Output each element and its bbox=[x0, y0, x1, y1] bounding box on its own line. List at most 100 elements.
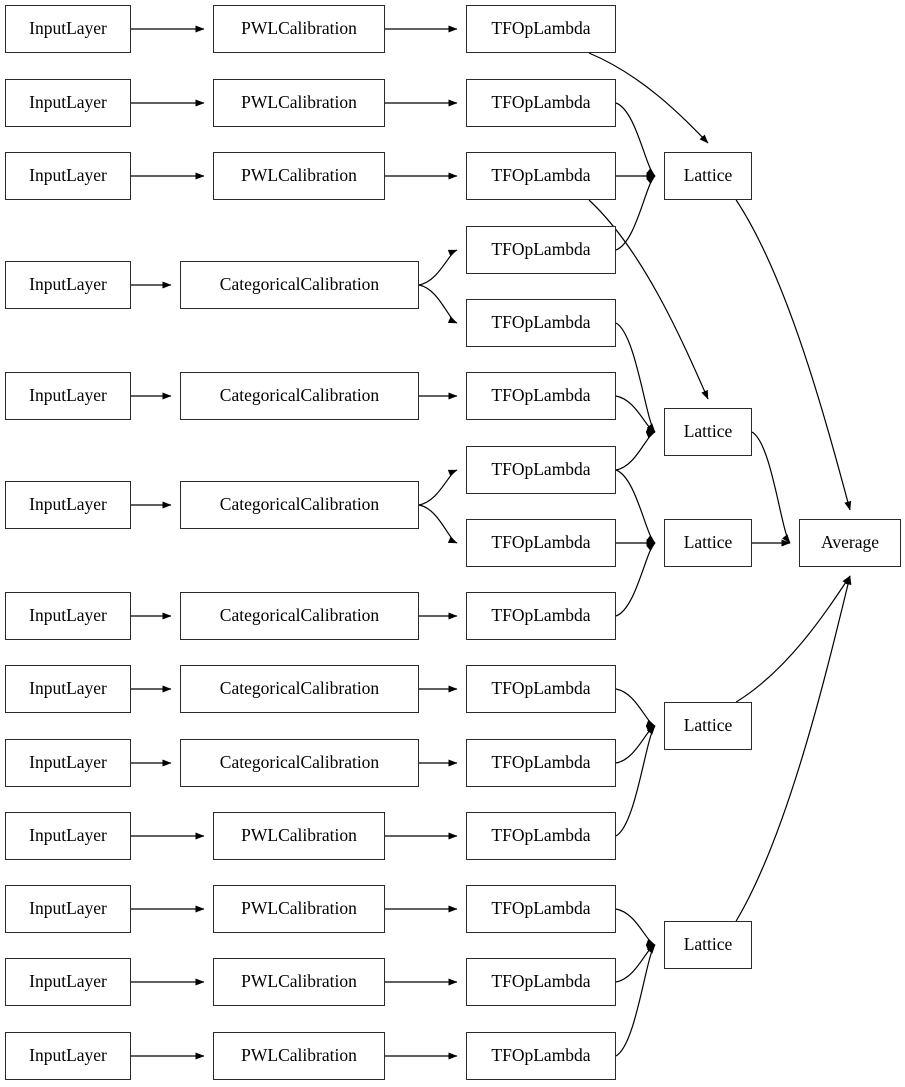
edge-lat5-to-avg bbox=[735, 575, 852, 922]
edge-lat4-to-avg bbox=[735, 575, 851, 703]
node-cal5[interactable]: CategoricalCalibration bbox=[180, 372, 419, 420]
node-label: TFOpLambda bbox=[491, 752, 591, 773]
node-in6[interactable]: InputLayer bbox=[5, 481, 131, 529]
node-lat5[interactable]: Lattice bbox=[664, 921, 752, 969]
node-op9[interactable]: TFOpLambda bbox=[466, 592, 616, 640]
node-op5[interactable]: TFOpLambda bbox=[466, 299, 616, 347]
node-op14[interactable]: TFOpLambda bbox=[466, 958, 616, 1006]
node-label: InputLayer bbox=[29, 898, 107, 919]
node-label: PWLCalibration bbox=[241, 898, 357, 919]
node-label: TFOpLambda bbox=[491, 898, 591, 919]
node-label: PWLCalibration bbox=[241, 18, 357, 39]
node-op8[interactable]: TFOpLambda bbox=[466, 519, 616, 567]
node-op2[interactable]: TFOpLambda bbox=[466, 79, 616, 127]
node-label: CategoricalCalibration bbox=[219, 678, 380, 699]
node-label: PWLCalibration bbox=[241, 92, 357, 113]
edge-cal4-to-op4 bbox=[418, 249, 458, 286]
node-in12[interactable]: InputLayer bbox=[5, 958, 131, 1006]
node-in2[interactable]: InputLayer bbox=[5, 79, 131, 127]
node-in8[interactable]: InputLayer bbox=[5, 665, 131, 713]
node-cal4[interactable]: CategoricalCalibration bbox=[180, 261, 419, 309]
edge-cal4-to-op5 bbox=[418, 284, 458, 324]
node-label: InputLayer bbox=[29, 971, 107, 992]
node-op10[interactable]: TFOpLambda bbox=[466, 665, 616, 713]
node-in3[interactable]: InputLayer bbox=[5, 152, 131, 200]
node-label: CategoricalCalibration bbox=[219, 274, 380, 295]
edge-cal6-to-op8 bbox=[418, 504, 458, 544]
node-label: InputLayer bbox=[29, 274, 107, 295]
node-label: InputLayer bbox=[29, 1045, 107, 1066]
node-cal13[interactable]: PWLCalibration bbox=[213, 1032, 385, 1080]
node-in4[interactable]: InputLayer bbox=[5, 261, 131, 309]
node-lat2[interactable]: Lattice bbox=[664, 408, 752, 456]
edge-op9-to-lat3 bbox=[615, 542, 656, 617]
node-label: TFOpLambda bbox=[491, 92, 591, 113]
node-lat4[interactable]: Lattice bbox=[664, 702, 752, 750]
node-in7[interactable]: InputLayer bbox=[5, 592, 131, 640]
node-in10[interactable]: InputLayer bbox=[5, 812, 131, 860]
edge-op4-to-lat1 bbox=[615, 175, 656, 251]
node-label: Lattice bbox=[683, 934, 733, 955]
node-label: InputLayer bbox=[29, 92, 107, 113]
node-cal6[interactable]: CategoricalCalibration bbox=[180, 481, 419, 529]
node-label: Lattice bbox=[683, 532, 733, 553]
node-cal12[interactable]: PWLCalibration bbox=[213, 958, 385, 1006]
node-label: TFOpLambda bbox=[491, 971, 591, 992]
edge-op13-to-lat5 bbox=[615, 908, 656, 946]
node-label: CategoricalCalibration bbox=[219, 385, 380, 406]
node-label: Lattice bbox=[683, 715, 733, 736]
node-in1[interactable]: InputLayer bbox=[5, 5, 131, 53]
node-label: CategoricalCalibration bbox=[219, 752, 380, 773]
node-label: InputLayer bbox=[29, 752, 107, 773]
node-in11[interactable]: InputLayer bbox=[5, 885, 131, 933]
node-label: TFOpLambda bbox=[491, 825, 591, 846]
node-label: TFOpLambda bbox=[491, 678, 591, 699]
node-label: InputLayer bbox=[29, 165, 107, 186]
node-op12[interactable]: TFOpLambda bbox=[466, 812, 616, 860]
node-label: TFOpLambda bbox=[491, 165, 591, 186]
edge-lat2-to-avg bbox=[751, 431, 791, 544]
node-label: InputLayer bbox=[29, 825, 107, 846]
node-label: PWLCalibration bbox=[241, 1045, 357, 1066]
node-label: InputLayer bbox=[29, 385, 107, 406]
edge-op7-to-lat2 bbox=[615, 431, 656, 471]
node-cal2[interactable]: PWLCalibration bbox=[213, 79, 385, 127]
node-label: TFOpLambda bbox=[491, 459, 591, 480]
node-label: TFOpLambda bbox=[491, 605, 591, 626]
node-label: Lattice bbox=[683, 421, 733, 442]
node-in13[interactable]: InputLayer bbox=[5, 1032, 131, 1080]
node-label: TFOpLambda bbox=[491, 312, 591, 333]
node-cal1[interactable]: PWLCalibration bbox=[213, 5, 385, 53]
node-cal10[interactable]: PWLCalibration bbox=[213, 812, 385, 860]
node-label: TFOpLambda bbox=[491, 532, 591, 553]
node-lat3[interactable]: Lattice bbox=[664, 519, 752, 567]
node-op15[interactable]: TFOpLambda bbox=[466, 1032, 616, 1080]
edge-op5-to-lat2 bbox=[615, 322, 656, 433]
node-cal7[interactable]: CategoricalCalibration bbox=[180, 592, 419, 640]
node-cal11[interactable]: PWLCalibration bbox=[213, 885, 385, 933]
node-label: Average bbox=[821, 532, 879, 553]
node-op6[interactable]: TFOpLambda bbox=[466, 372, 616, 420]
edge-op15-to-lat5 bbox=[615, 944, 656, 1057]
edge-op7-to-lat3 bbox=[615, 469, 656, 544]
node-in9[interactable]: InputLayer bbox=[5, 739, 131, 787]
node-cal9[interactable]: CategoricalCalibration bbox=[180, 739, 419, 787]
node-op1[interactable]: TFOpLambda bbox=[466, 5, 616, 53]
node-label: PWLCalibration bbox=[241, 825, 357, 846]
node-lat1[interactable]: Lattice bbox=[664, 152, 752, 200]
node-op4[interactable]: TFOpLambda bbox=[466, 226, 616, 274]
node-op11[interactable]: TFOpLambda bbox=[466, 739, 616, 787]
node-cal3[interactable]: PWLCalibration bbox=[213, 152, 385, 200]
node-op3[interactable]: TFOpLambda bbox=[466, 152, 616, 200]
node-op13[interactable]: TFOpLambda bbox=[466, 885, 616, 933]
node-label: Lattice bbox=[683, 165, 733, 186]
node-label: CategoricalCalibration bbox=[219, 605, 380, 626]
node-cal8[interactable]: CategoricalCalibration bbox=[180, 665, 419, 713]
node-op7[interactable]: TFOpLambda bbox=[466, 446, 616, 494]
node-avg[interactable]: Average bbox=[799, 519, 901, 567]
node-label: CategoricalCalibration bbox=[219, 494, 380, 515]
node-label: InputLayer bbox=[29, 605, 107, 626]
node-in5[interactable]: InputLayer bbox=[5, 372, 131, 420]
